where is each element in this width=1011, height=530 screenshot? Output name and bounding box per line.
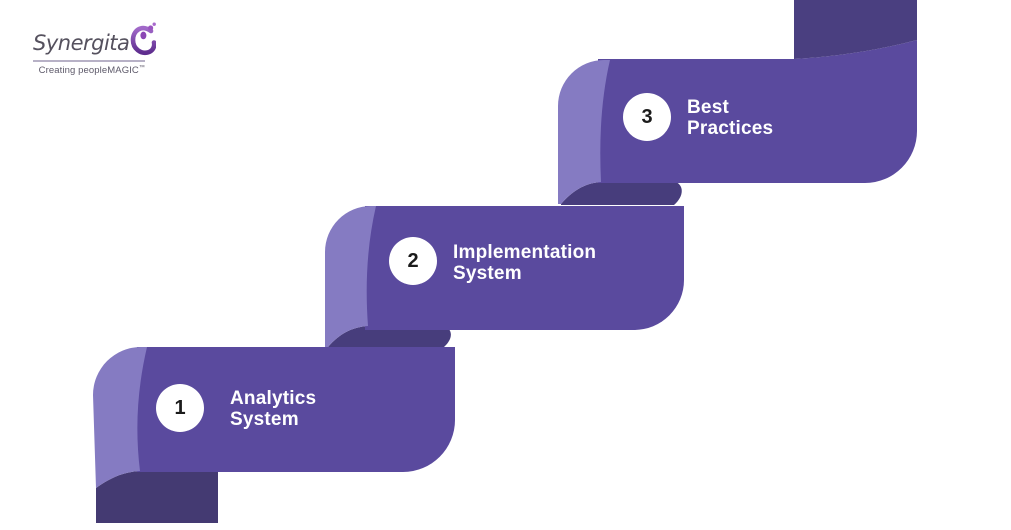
trademark-mark: ™ [138, 65, 145, 71]
step2-number: 2 [407, 249, 419, 272]
step3-title-line2: Practices [687, 118, 774, 139]
step2-title-line1: Implementation [453, 242, 597, 263]
step1-title-line2: System [230, 409, 299, 430]
step2-title-line2: System [453, 263, 522, 284]
brand-tagline: Creating peopleMAGIC™ [33, 65, 145, 76]
step1-number-badge: 1 [156, 384, 204, 432]
brand-name: Synergita [33, 31, 130, 55]
step3-fold [558, 60, 610, 204]
logo-divider [33, 60, 145, 62]
step1-band [137, 347, 455, 472]
step3-number-badge: 3 [623, 93, 671, 141]
brand-logo: Synergita Creating peopleMAGIC™ [33, 22, 157, 76]
step1-title: Analytics System [230, 388, 316, 430]
fold-shadow-1-2 [328, 326, 451, 347]
step1-fold [93, 347, 147, 488]
step2-title: Implementation System [453, 242, 596, 284]
step2-fold [325, 206, 376, 347]
step1-number: 1 [174, 396, 186, 419]
step1-title-line1: Analytics [230, 388, 317, 409]
step3-number: 3 [641, 105, 653, 128]
brand-swirl-icon [130, 22, 157, 61]
brand-tagline-text: Creating peopleMAGIC [38, 65, 139, 77]
step3-title-line1: Best [687, 97, 729, 118]
fold-shadow-2-3 [561, 182, 682, 205]
step2-number-badge: 2 [389, 237, 437, 285]
ribbon-tail-bottom [96, 471, 218, 523]
step2-band [365, 206, 684, 330]
step3-title: Best Practices [687, 97, 773, 139]
step3-band [598, 40, 917, 183]
ribbon-tail-top [794, 0, 917, 59]
